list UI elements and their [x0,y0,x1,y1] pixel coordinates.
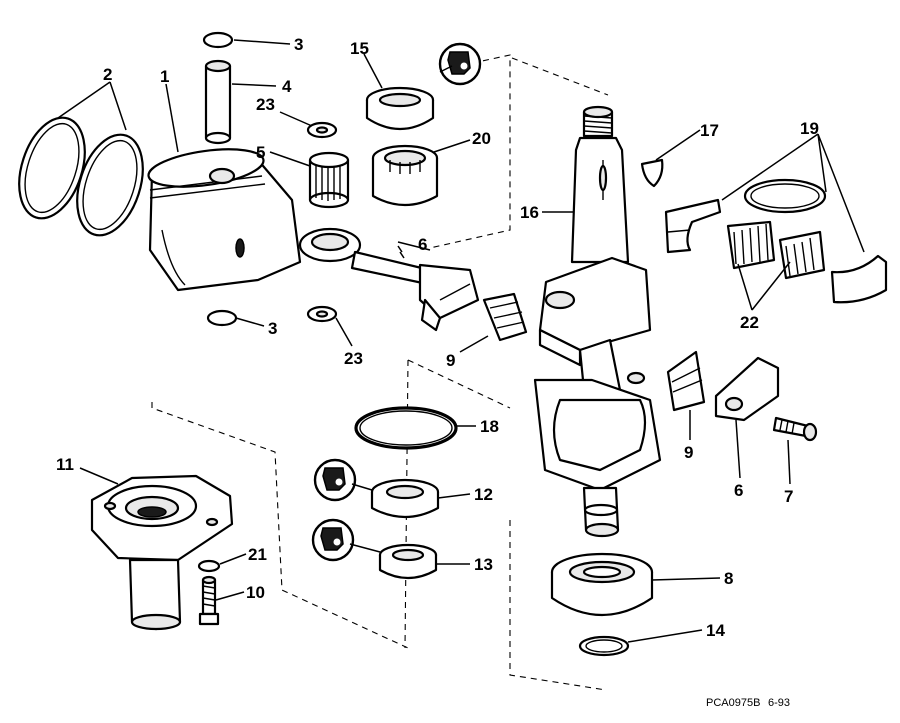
leader-lines [57,39,865,643]
callout-19: 19 [800,119,819,138]
callout-labels: 2 1 3 4 23 5 3 23 15 20 6 9 17 16 19 22 … [56,35,819,640]
housing-screw [198,575,220,626]
connecting-rod [298,227,480,332]
lower-bearing-housing [90,474,234,631]
callout-3-bottom: 3 [268,319,277,338]
callout-8: 8 [724,569,733,588]
callout-18: 18 [480,417,499,436]
callout-10: 10 [246,583,265,602]
callout-6-rod: 6 [418,235,427,254]
figure-code-number: PCA0975B [706,697,760,709]
o-ring [354,406,458,450]
lock-washer [197,559,221,573]
callout-1: 1 [160,67,169,86]
callout-17: 17 [700,121,719,140]
upper-main-bearing-seal-housing [365,86,435,130]
center-main-bearing-ring [743,178,827,214]
callout-13: 13 [474,555,493,574]
center-main-bearing-lower [830,254,888,304]
callout-3-top: 3 [294,35,303,54]
lower-seal [370,478,440,518]
roller-bearing-halves [726,220,826,280]
lubricant-symbol-icon [438,42,482,86]
callout-9-left: 9 [446,351,455,370]
piston-rings [18,116,144,237]
lower-main-ball-bearing [550,552,654,616]
callout-2: 2 [103,65,112,84]
crankpin-bearing-lower [666,350,706,412]
center-main-bearing-upper [664,198,722,254]
wrist-pin [204,59,232,145]
callout-16: 16 [520,203,539,222]
callout-11: 11 [56,455,74,474]
piston [147,148,302,292]
callout-23-top: 23 [256,95,275,114]
connecting-rod-cap [714,356,780,422]
callout-15: 15 [350,39,369,58]
callout-14: 14 [706,621,725,640]
callout-21: 21 [248,545,267,564]
figure-code-date: 6-93 [768,697,790,709]
callout-4: 4 [282,77,292,96]
lubricant-symbol-icon [313,458,357,502]
crankshaft [533,105,662,538]
wrist-pin-needle-bearing [308,151,350,209]
figure-code: PCA0975B 6-93 [706,697,790,709]
woodruff-key [640,158,664,188]
callout-12: 12 [474,485,493,504]
lower-seal-inner [378,543,438,580]
callout-6-cap: 6 [734,481,743,500]
rod-cap-screw [772,416,818,442]
upper-main-bearing [371,144,439,206]
callout-7: 7 [784,487,793,506]
callout-22: 22 [740,313,759,332]
thrust-washers [306,121,338,323]
callout-5: 5 [256,143,265,162]
callout-9-right: 9 [684,443,693,462]
crankpin-bearing-upper [482,292,528,342]
callout-23-bottom: 23 [344,349,363,368]
bearing-retaining-ring [578,635,630,657]
callout-20: 20 [472,129,491,148]
lubricant-symbol-icon [311,518,355,562]
